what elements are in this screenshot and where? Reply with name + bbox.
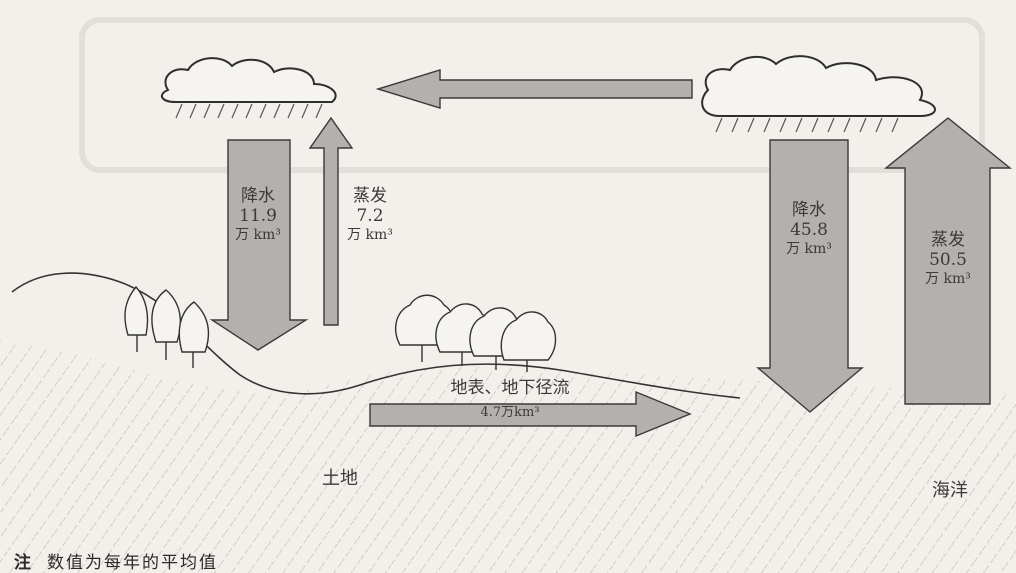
cloud-right-icon bbox=[701, 55, 936, 133]
land-precipitation-unit: 万 km³ bbox=[235, 226, 281, 243]
ocean-evaporation-unit: 万 km³ bbox=[925, 270, 971, 287]
ocean-evaporation-label: 蒸发 50.5 万 km³ bbox=[908, 230, 988, 288]
vapor-transport-arrow bbox=[375, 69, 693, 109]
footnote-text: 数值为每年的平均值 bbox=[47, 553, 218, 573]
ocean-evaporation-arrow bbox=[884, 117, 1012, 405]
land-precipitation-text: 降水 bbox=[241, 186, 275, 206]
ocean-precipitation-unit: 万 km³ bbox=[786, 240, 832, 257]
land-precipitation-value: 11.9 bbox=[239, 206, 277, 227]
ocean-precipitation-arrow bbox=[756, 139, 864, 413]
footnote: 注数值为每年的平均值 bbox=[14, 548, 218, 573]
runoff-label: 地表、地下径流 bbox=[450, 378, 570, 398]
land-evaporation-value: 7.2 bbox=[356, 206, 384, 227]
land-precipitation-arrow bbox=[209, 139, 309, 351]
trees-middle bbox=[394, 294, 557, 372]
faded-frame bbox=[79, 17, 985, 173]
runoff-value: 4.7万km³ bbox=[480, 405, 540, 420]
land-evaporation-text: 蒸发 bbox=[353, 186, 387, 206]
ocean-evaporation-text: 蒸发 bbox=[931, 230, 965, 250]
footnote-prefix: 注 bbox=[14, 553, 33, 573]
runoff-arrow bbox=[369, 390, 692, 438]
ocean-precipitation-label: 降水 45.8 万 km³ bbox=[772, 200, 846, 258]
cloud-left-icon bbox=[160, 57, 337, 119]
land-precipitation-label: 降水 11.9 万 km³ bbox=[222, 186, 294, 244]
ocean-precipitation-value: 45.8 bbox=[790, 220, 828, 241]
land-evaporation-label: 蒸发 7.2 万 km³ bbox=[334, 186, 406, 244]
land-evaporation-arrow bbox=[308, 116, 354, 326]
land-area-label: 土地 bbox=[322, 468, 358, 489]
ocean-evaporation-value: 50.5 bbox=[929, 250, 967, 271]
trees-left bbox=[124, 285, 209, 368]
land-evaporation-unit: 万 km³ bbox=[347, 226, 393, 243]
ocean-precipitation-text: 降水 bbox=[792, 200, 826, 220]
ground-hatch bbox=[0, 340, 1016, 573]
land-surface-line bbox=[11, 272, 741, 399]
ocean-area-label: 海洋 bbox=[932, 480, 968, 501]
